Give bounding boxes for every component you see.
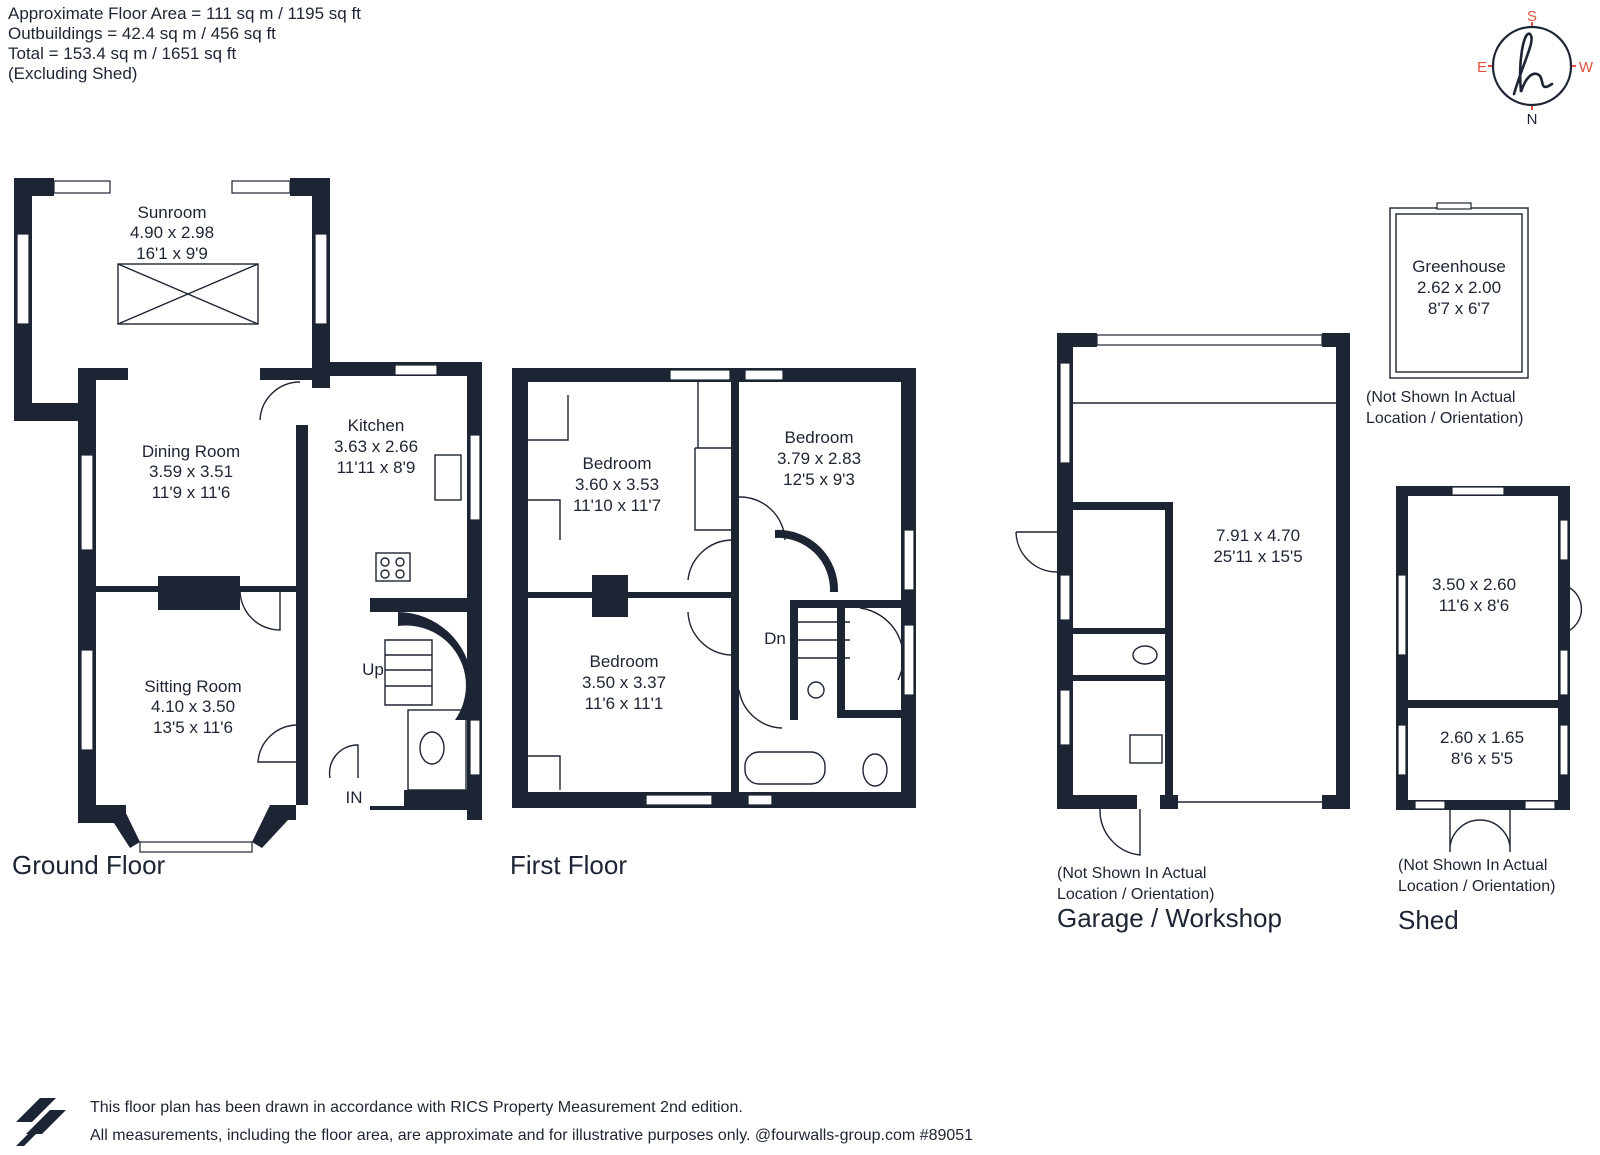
shed-room1-imperial: 11'6 x 8'6: [1439, 596, 1509, 615]
dining-room-label: Dining Room 3.59 x 3.51 11'9 x 11'6: [142, 442, 240, 502]
sitting-imperial: 13'5 x 11'6: [153, 718, 233, 737]
bedroom-2-label: Bedroom 3.79 x 2.83 12'5 x 9'3: [777, 428, 861, 489]
stairs-down-label: Dn: [764, 629, 786, 648]
shed-note-2: Location / Orientation): [1398, 878, 1555, 895]
first-floor-title: First Floor: [510, 850, 627, 880]
bedroom-1-label: Bedroom 3.60 x 3.53 11'10 x 11'7: [573, 454, 661, 515]
kitchen-imperial: 11'11 x 8'9: [337, 458, 416, 477]
shed-room2-imperial: 8'6 x 5'5: [1451, 749, 1513, 768]
shed-room2-metric: 2.60 x 1.65: [1440, 728, 1524, 747]
garage-title: Garage / Workshop: [1057, 903, 1282, 933]
kitchen-label: Kitchen 3.63 x 2.66 11'11 x 8'9: [334, 416, 418, 477]
compass-e: E: [1477, 59, 1487, 76]
bed1-imperial: 11'10 x 11'7: [573, 496, 661, 515]
excluding-note: (Excluding Shed): [8, 64, 138, 83]
greenhouse-note-2: Location / Orientation): [1366, 410, 1523, 427]
stairs-up-label: Up: [362, 660, 384, 679]
bed3-name: Bedroom: [590, 652, 659, 671]
kitchen-name: Kitchen: [348, 416, 405, 435]
sunroom-metric: 4.90 x 2.98: [130, 223, 214, 242]
shed-room-1-label: 3.50 x 2.60 11'6 x 8'6: [1432, 575, 1516, 615]
first-floor-plan: [512, 368, 916, 808]
garage-plan: [1015, 333, 1350, 856]
greenhouse-imperial: 8'7 x 6'7: [1428, 299, 1490, 318]
greenhouse-label: Greenhouse 2.62 x 2.00 8'7 x 6'7: [1412, 257, 1506, 318]
outbuildings-line: Outbuildings = 42.4 sq m / 456 sq ft: [8, 24, 276, 43]
compass-w: W: [1579, 59, 1594, 76]
ground-floor-plan: [14, 178, 482, 853]
shed-room-2-label: 2.60 x 1.65 8'6 x 5'5: [1440, 728, 1524, 768]
footer-line-1: This floor plan has been drawn in accord…: [90, 1099, 743, 1116]
greenhouse-name: Greenhouse: [1412, 257, 1506, 276]
floor-area-summary: Approximate Floor Area = 111 sq m / 1195…: [8, 4, 361, 84]
dining-name: Dining Room: [142, 442, 240, 461]
bed2-imperial: 12'5 x 9'3: [783, 470, 855, 489]
compass-icon: S E W N: [1477, 8, 1594, 128]
sitting-name: Sitting Room: [144, 677, 241, 696]
garage-note-1: (Not Shown In Actual: [1057, 865, 1206, 882]
ground-floor-title: Ground Floor: [12, 850, 166, 880]
bed2-metric: 3.79 x 2.83: [777, 449, 861, 468]
floor-area-line: Approximate Floor Area = 111 sq m / 1195…: [8, 4, 361, 23]
sunroom-name: Sunroom: [138, 203, 207, 222]
bedroom-3-label: Bedroom 3.50 x 3.37 11'6 x 11'1: [582, 652, 666, 713]
compass-n: N: [1527, 111, 1538, 128]
shed-room1-metric: 3.50 x 2.60: [1432, 575, 1516, 594]
garage-label: 7.91 x 4.70 25'11 x 15'5: [1213, 526, 1302, 566]
greenhouse-metric: 2.62 x 2.00: [1417, 278, 1501, 297]
entrance-label: IN: [346, 788, 363, 807]
sitting-room-label: Sitting Room 4.10 x 3.50 13'5 x 11'6: [144, 677, 241, 737]
fourwalls-logo-icon: [16, 1098, 66, 1146]
greenhouse-plan: [1389, 202, 1529, 379]
bed1-name: Bedroom: [583, 454, 652, 473]
kitchen-metric: 3.63 x 2.66: [334, 437, 418, 456]
sunroom-label: Sunroom 4.90 x 2.98 16'1 x 9'9: [130, 203, 214, 263]
dining-imperial: 11'9 x 11'6: [152, 483, 231, 502]
bed3-metric: 3.50 x 3.37: [582, 673, 666, 692]
total-line: Total = 153.4 sq m / 1651 sq ft: [8, 44, 237, 63]
greenhouse-note-1: (Not Shown In Actual: [1366, 389, 1515, 406]
bed2-name: Bedroom: [785, 428, 854, 447]
dining-metric: 3.59 x 3.51: [149, 462, 233, 481]
garage-imperial: 25'11 x 15'5: [1213, 547, 1302, 566]
sitting-metric: 4.10 x 3.50: [151, 697, 235, 716]
shed-title: Shed: [1398, 905, 1459, 935]
compass-s: S: [1527, 8, 1537, 25]
bed3-imperial: 11'6 x 11'1: [585, 694, 664, 713]
footer-line-2: All measurements, including the floor ar…: [90, 1127, 974, 1144]
bed1-metric: 3.60 x 3.53: [575, 475, 659, 494]
sunroom-imperial: 16'1 x 9'9: [136, 244, 208, 263]
shed-plan: [1396, 486, 1583, 853]
garage-note-2: Location / Orientation): [1057, 886, 1214, 903]
garage-metric: 7.91 x 4.70: [1216, 526, 1300, 545]
shed-note-1: (Not Shown In Actual: [1398, 857, 1547, 874]
